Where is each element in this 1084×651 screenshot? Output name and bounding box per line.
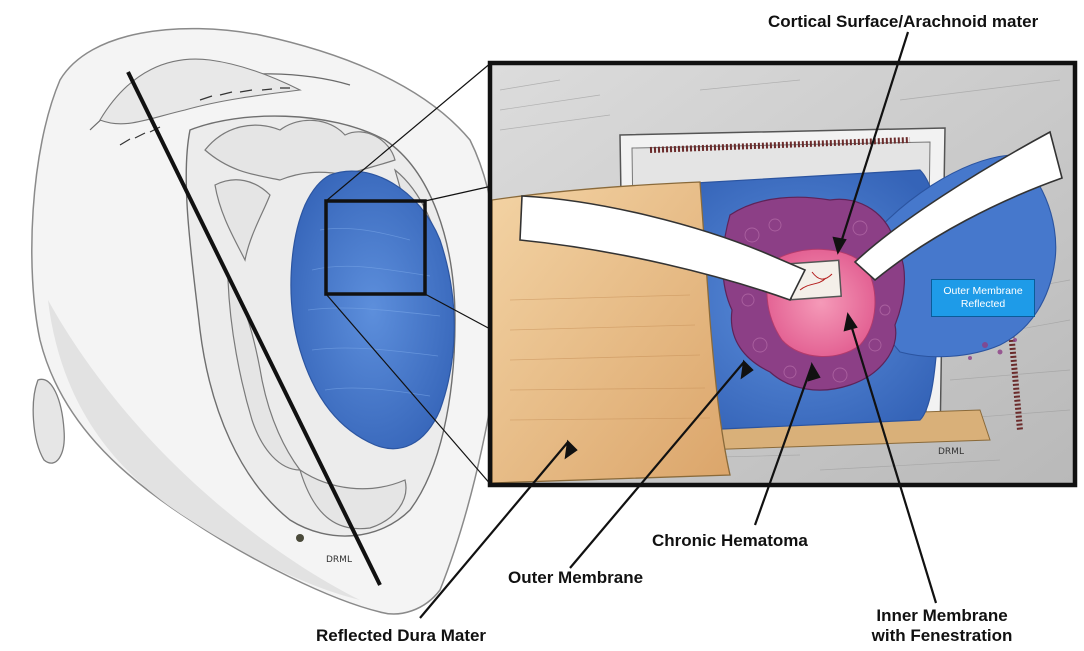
staple-strip-right <box>1007 319 1023 431</box>
hematoma-texture <box>307 227 441 397</box>
label-inner-membrane: Inner Membrane with Fenestration <box>850 606 1034 646</box>
label-outer-membrane-reflected: Outer Membrane Reflected <box>931 279 1035 317</box>
signature-head: DRML <box>326 555 352 565</box>
dura-line <box>126 71 382 586</box>
staple-strip-top <box>649 137 911 153</box>
hematoma-blue-head <box>290 170 455 450</box>
projection-lines <box>325 61 493 487</box>
head-shading <box>48 300 360 600</box>
head-sketch <box>31 27 501 615</box>
label-chronic-hematoma: Chronic Hematoma <box>652 531 808 550</box>
leader-lines <box>419 31 938 619</box>
label-cortical-surface: Cortical Surface/Arachnoid mater <box>768 12 1039 31</box>
retractor-left <box>519 195 807 301</box>
ear <box>32 378 65 464</box>
label-inner-membrane-line1: Inner Membrane <box>876 606 1008 625</box>
retractor-right <box>853 130 1063 282</box>
zoom-box <box>324 199 427 296</box>
inset-frame <box>487 60 1078 488</box>
scalp-flap <box>99 58 302 125</box>
label-outer-membrane: Outer Membrane <box>508 568 644 587</box>
skin-mark <box>296 534 304 542</box>
label-inner-membrane-line2: with Fenestration <box>871 626 1013 645</box>
signature-inset: DRML <box>938 447 964 457</box>
label-reflected-dura: Reflected Dura Mater <box>316 626 487 645</box>
inset-panel <box>487 60 1078 488</box>
